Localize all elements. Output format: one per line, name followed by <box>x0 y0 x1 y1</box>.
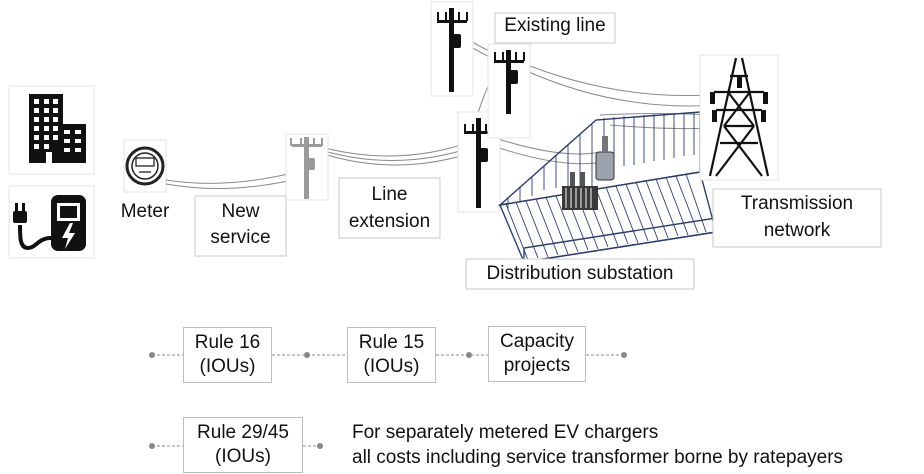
substation-box <box>465 258 695 290</box>
meter-label: Meter <box>120 201 170 222</box>
rule-15-box: Rule 15 (IOUs) <box>347 327 436 383</box>
line-extension-label-line1: Line <box>371 184 408 205</box>
rule-16-subtitle: (IOUs) <box>199 356 256 377</box>
rule-16-title: Rule 16 <box>194 332 261 353</box>
new-service-label-line1: New <box>221 201 260 222</box>
rule-15-subtitle: (IOUs) <box>363 356 420 377</box>
fence-hatching <box>505 112 707 261</box>
building-icon <box>8 85 95 175</box>
transmission-label-line2: network <box>763 220 831 241</box>
utility-pole-icon <box>487 43 531 139</box>
rule-29-45-title: Rule 29/45 <box>197 422 289 443</box>
transmission-label-line1: Transmission <box>740 193 854 214</box>
existing-line-box <box>494 12 616 44</box>
capacity-projects-box: Capacity projects <box>488 326 586 382</box>
rule-29-45-box: Rule 29/45 (IOUs) <box>183 417 303 473</box>
utility-pole-icon <box>285 133 329 201</box>
utility-pole-icon <box>430 1 474 97</box>
capacity-projects-subtitle: projects <box>503 355 571 376</box>
line-extension-label-line2: extension <box>348 211 431 232</box>
ev-charger-icon <box>8 185 95 259</box>
existing-line-label: Existing line <box>504 15 606 36</box>
ev-note-line1: For separately metered EV chargers <box>352 422 659 443</box>
rule-29-45-subtitle: (IOUs) <box>215 446 271 467</box>
capacity-projects-title: Capacity <box>500 331 574 352</box>
line-extension-box <box>338 177 441 239</box>
new-service-label-line2: service <box>210 227 271 248</box>
new-service-box <box>194 195 287 257</box>
ev-note-line2: all costs including service transformer … <box>352 447 844 468</box>
rule-15-title: Rule 15 <box>358 332 425 353</box>
transmission-box <box>712 188 882 248</box>
substation-icon <box>497 111 717 263</box>
substation-label: Distribution substation <box>486 263 674 284</box>
transmission-tower-icon <box>699 54 779 181</box>
rule-16-box: Rule 16 (IOUs) <box>183 327 272 383</box>
utility-pole-icon <box>457 111 501 213</box>
meter-icon <box>123 139 167 193</box>
